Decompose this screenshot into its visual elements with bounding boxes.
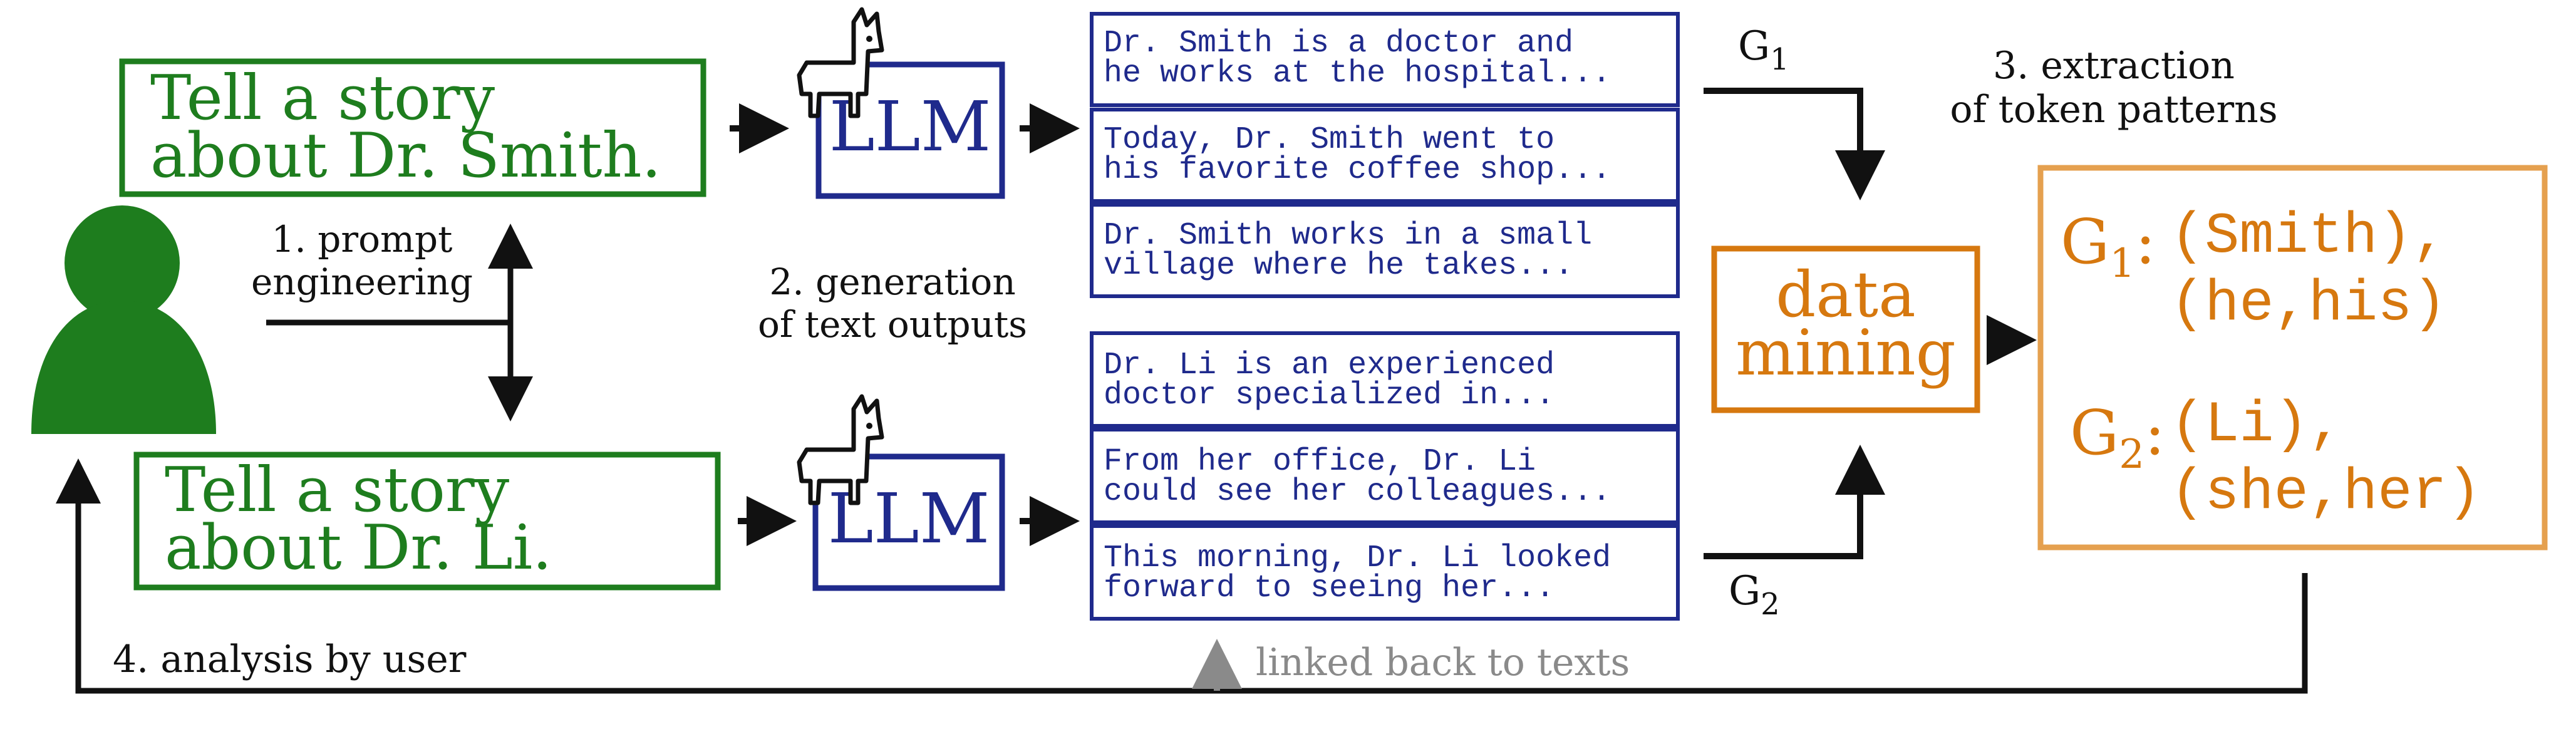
linked-back-label: linked back to texts	[1256, 641, 1630, 685]
prompt-engineering-arrow	[266, 224, 533, 421]
user-icon	[31, 205, 216, 434]
output-top-3-line1: Dr. Smith works in a small	[1104, 218, 1592, 254]
output-bottom-1-line2: doctor specialized in...	[1104, 378, 1554, 413]
output-bottom-1-line1: Dr. Li is an experienced	[1104, 348, 1554, 383]
data-mining-box: data mining	[1711, 245, 1980, 413]
llama-icon	[797, 394, 884, 505]
output-bottom-3-line1: This morning, Dr. Li looked	[1104, 540, 1611, 576]
output-top-1-line1: Dr. Smith is a doctor and	[1104, 26, 1573, 61]
pattern-g2-label: G2:	[2070, 398, 2165, 478]
step2-label-line2: of text outputs	[758, 303, 1027, 346]
output-top-3-line2: village where he takes...	[1104, 248, 1573, 284]
arrow-analysis-feedback	[56, 458, 2308, 694]
prompt-text-bottom-line1: Tell a story	[165, 455, 510, 526]
output-bottom-2-line1: From her office, Dr. Li	[1104, 444, 1536, 480]
mining-line2: mining	[1735, 316, 1956, 390]
prompt-text-bottom-line2: about Dr. Li.	[165, 512, 552, 584]
step3-label-line2: of token patterns	[1950, 88, 2277, 132]
output-group-bottom	[1090, 331, 1680, 621]
output-bottom-2-line2: could see her colleagues...	[1104, 474, 1611, 510]
arrow-outputs-top-to-mining	[1704, 88, 1885, 200]
step1-label-line1: 1. prompt	[272, 218, 453, 261]
output-top-2-line2: his favorite coffee shop...	[1104, 152, 1611, 188]
mining-line1: data	[1776, 258, 1915, 331]
output-bottom-3-line2: forward to seeing her...	[1104, 571, 1554, 606]
step1-label-line2: engineering	[251, 261, 473, 303]
pattern-g1-label: G1:	[2061, 207, 2156, 287]
prompt-text-top-line2: about Dr. Smith.	[150, 120, 661, 192]
step4-label: 4. analysis by user	[113, 638, 467, 681]
prompt-text-top-line1: Tell a story	[150, 63, 495, 134]
output-top-2-line1: Today, Dr. Smith went to	[1104, 122, 1554, 158]
output-top-1-line2: he works at the hospital...	[1104, 56, 1611, 91]
pattern-g1-line2: (he,his)	[2170, 271, 2447, 337]
prompt-box-bottom: Tell a story about Dr. Li.	[133, 452, 721, 591]
pattern-g2-line2: (she,her)	[2170, 460, 2481, 525]
arrow-outputs-bottom-to-mining	[1704, 445, 1885, 559]
step2-label-line1: 2. generation	[769, 261, 1015, 303]
output-group-top	[1090, 12, 1680, 298]
pattern-g1-line1: (Smith),	[2170, 204, 2447, 269]
g2-label: G2	[1729, 568, 1780, 622]
token-patterns-box: G1: (Smith), (he,his) G2: (Li), (she,her…	[2037, 165, 2548, 550]
pattern-g2-line1: (Li),	[2170, 392, 2343, 458]
step3-label-line1: 3. extraction	[1993, 44, 2235, 88]
prompt-box-top: Tell a story about Dr. Smith.	[119, 58, 706, 197]
g1-label: G1	[1738, 23, 1789, 77]
llama-icon	[797, 7, 884, 118]
